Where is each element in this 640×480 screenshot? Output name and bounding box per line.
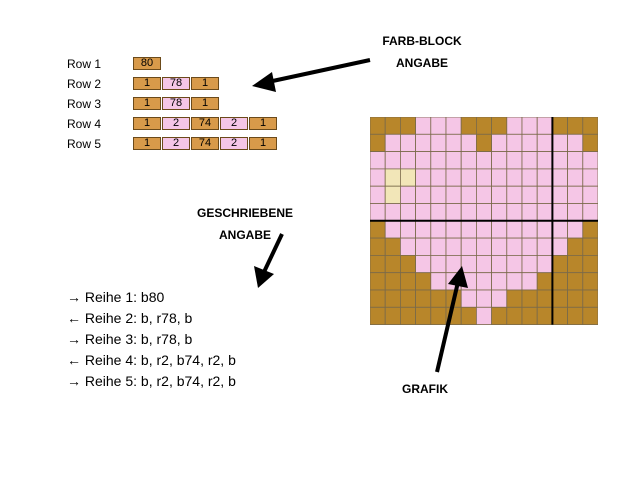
color-block-cell: 2 xyxy=(162,117,190,130)
color-block-cell: 1 xyxy=(133,77,161,90)
row-label: Row 2 xyxy=(67,77,102,91)
color-block-cell: 1 xyxy=(133,97,161,110)
written-row: ← Reihe 2: b, r78, b xyxy=(67,310,193,326)
color-block-cell: 2 xyxy=(220,137,248,150)
geschriebene-caption-line2: ANGABE xyxy=(218,228,271,242)
arrow-to-color-blocks xyxy=(252,58,371,92)
farb-block-caption-line1: FARB-BLOCK xyxy=(382,34,462,48)
written-row: → Reihe 1: b80 xyxy=(67,289,165,305)
color-block-cell: 1 xyxy=(191,97,219,110)
arrow-to-written xyxy=(254,233,284,288)
color-block-cell: 1 xyxy=(191,77,219,90)
row-label: Row 3 xyxy=(67,97,102,111)
row-label: Row 4 xyxy=(67,117,102,131)
arrow-to-grafik xyxy=(435,266,468,373)
row-label: Row 1 xyxy=(67,57,102,71)
color-block-cell: 1 xyxy=(133,137,161,150)
written-row: ← Reihe 4: b, r2, b74, r2, b xyxy=(67,352,236,368)
geschriebene-caption: GESCHRIEBENE ANGABE xyxy=(180,202,310,246)
color-block-cell: 80 xyxy=(133,57,161,70)
written-row: → Reihe 3: b, r78, b xyxy=(67,331,193,347)
grid-stitch xyxy=(582,306,598,325)
color-block-cell: 1 xyxy=(249,137,277,150)
grafik-caption: GRAFIK xyxy=(402,382,448,396)
geschriebene-caption-line1: GESCHRIEBENE xyxy=(196,206,294,220)
row-label: Row 5 xyxy=(67,137,102,151)
farb-block-caption-line2: ANGABE xyxy=(395,56,448,70)
color-block-cell: 2 xyxy=(162,137,190,150)
farb-block-caption: FARB-BLOCK ANGABE xyxy=(362,30,482,74)
color-block-cell: 2 xyxy=(220,117,248,130)
color-block-cell: 78 xyxy=(162,77,190,90)
color-block-cell: 78 xyxy=(162,97,190,110)
color-block-cell: 74 xyxy=(191,137,219,150)
color-block-cell: 1 xyxy=(133,117,161,130)
color-block-cell: 74 xyxy=(191,117,219,130)
written-row: → Reihe 5: b, r2, b74, r2, b xyxy=(67,373,236,389)
knitting-chart-grid xyxy=(370,117,598,325)
color-block-cell: 1 xyxy=(249,117,277,130)
